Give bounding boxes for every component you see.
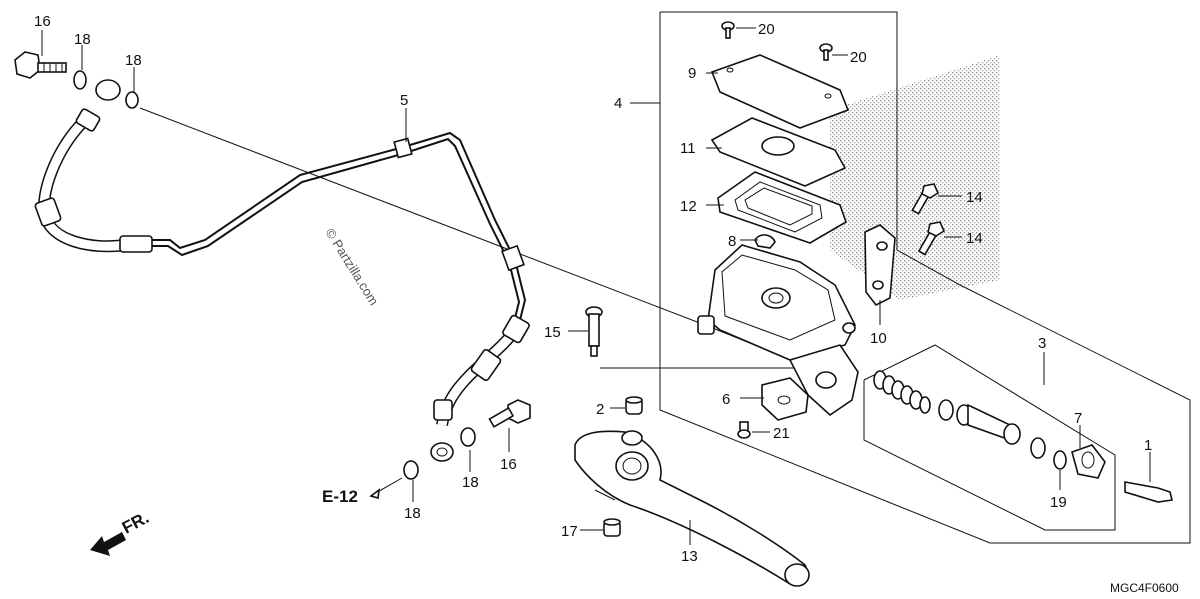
clutch-hose <box>34 108 530 462</box>
diaphragm-plate <box>710 117 847 187</box>
label-14-a: 14 <box>966 189 983 206</box>
pivot-bolt <box>585 306 603 357</box>
label-10: 10 <box>870 330 887 347</box>
shading-area <box>830 55 1000 300</box>
banjo-bolt-lower <box>488 399 531 428</box>
label-6: 6 <box>722 391 730 408</box>
clip <box>754 234 776 249</box>
label-12: 12 <box>680 198 697 215</box>
banjo-bolt-upper <box>14 51 67 79</box>
svg-text:FR.: FR. <box>119 508 152 538</box>
label-1: 1 <box>1144 437 1152 454</box>
label-18-lower-2: 18 <box>404 505 421 522</box>
label-20-a: 20 <box>758 21 775 38</box>
label-21: 21 <box>773 425 790 442</box>
label-18-lower-1: 18 <box>462 474 479 491</box>
label-18-upper-2: 18 <box>125 52 142 69</box>
sealing-washer-upper-1 <box>73 70 87 90</box>
diagram-code: MGC4F0600 <box>1110 581 1179 595</box>
watermark: © Partzilla.com <box>322 226 381 308</box>
label-11: 11 <box>680 140 696 157</box>
label-14-b: 14 <box>966 230 983 247</box>
screw-20b <box>819 43 833 61</box>
label-20-b: 20 <box>850 49 867 66</box>
assembly-frame-3 <box>863 344 1116 531</box>
primary-cup <box>938 399 954 421</box>
clamp-bolt-14b <box>917 221 946 256</box>
piston-spring <box>873 370 931 414</box>
label-4: 4 <box>614 95 622 112</box>
label-8: 8 <box>728 233 736 250</box>
label-16-upper: 16 <box>34 13 51 30</box>
banjo-fitting-upper <box>95 79 121 101</box>
screw-20a <box>721 21 735 39</box>
label-16-lower: 16 <box>500 456 517 473</box>
push-rod <box>1124 481 1173 503</box>
label-2: 2 <box>596 401 604 418</box>
leader-lines <box>41 27 1151 545</box>
reference-label: E-12 <box>322 487 358 506</box>
sealing-washer-upper-2 <box>125 91 139 109</box>
reservoir-cap <box>710 54 850 129</box>
label-17: 17 <box>561 523 578 540</box>
label-15: 15 <box>544 324 561 341</box>
sealing-washer-lower-2 <box>403 460 419 480</box>
boot <box>1071 444 1106 479</box>
front-direction-arrow: FR. <box>90 508 152 556</box>
label-9: 9 <box>688 65 696 82</box>
clutch-switch <box>761 377 809 421</box>
master-cylinder-body <box>697 244 859 417</box>
label-5: 5 <box>400 92 408 109</box>
clamp-bracket <box>864 224 896 307</box>
piston <box>956 403 1021 445</box>
centerline-banjo <box>139 107 706 326</box>
label-19: 19 <box>1050 494 1067 511</box>
label-7: 7 <box>1074 410 1082 427</box>
secondary-cup <box>1030 437 1046 459</box>
label-13: 13 <box>681 548 698 565</box>
diaphragm <box>717 171 847 244</box>
label-18-upper-1: 18 <box>74 31 91 48</box>
clamp-bolt-14a <box>911 183 940 215</box>
pivot-nut <box>603 518 621 537</box>
sealing-washer-lower-1 <box>460 427 476 447</box>
clutch-lever <box>574 430 810 587</box>
assembly-frame-4 <box>659 11 1191 544</box>
switch-screw <box>737 421 751 439</box>
circlip <box>1053 450 1067 470</box>
label-3: 3 <box>1038 335 1046 352</box>
collar <box>625 396 643 415</box>
